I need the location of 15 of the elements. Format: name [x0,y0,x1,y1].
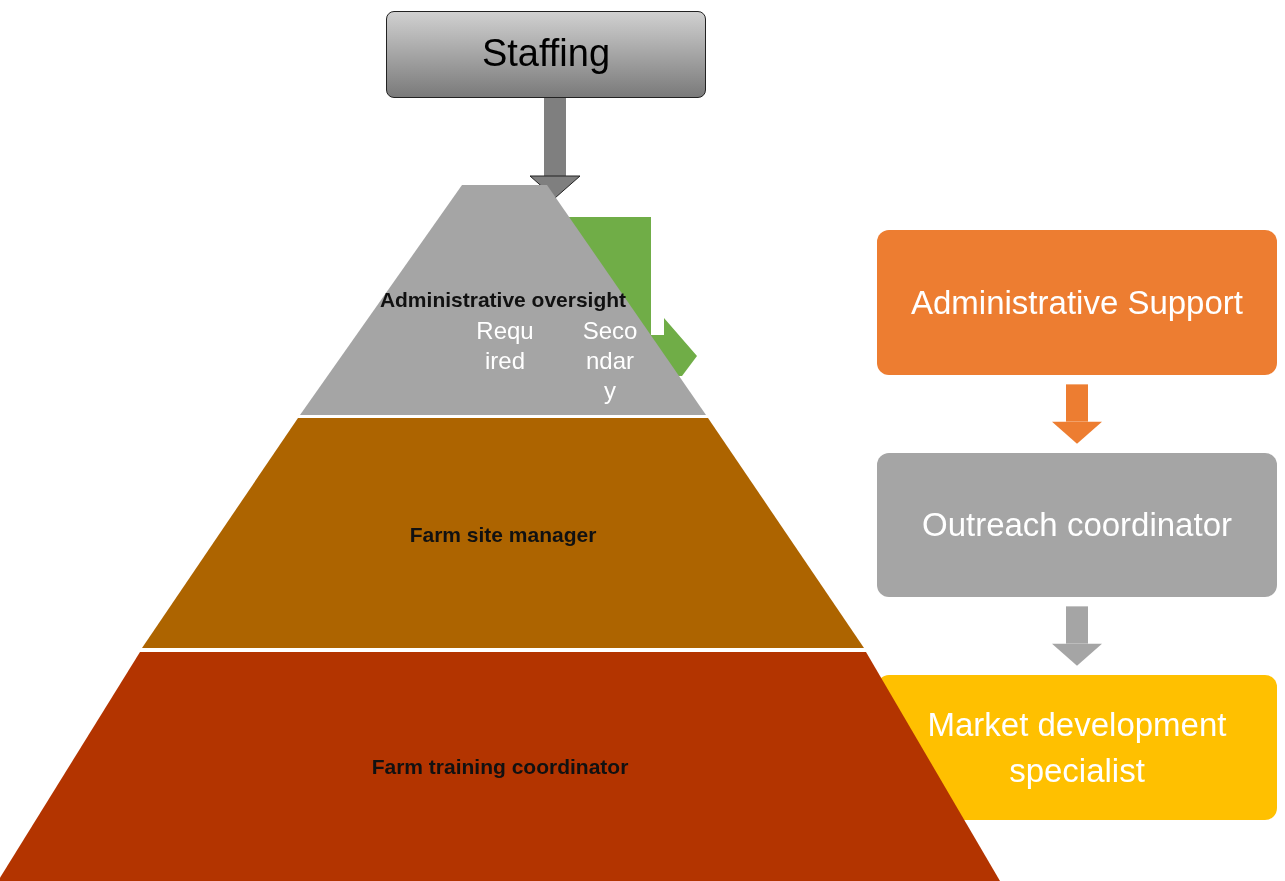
column-label: Secondary [581,316,639,406]
header-text: Staffing [480,32,612,75]
tier-label: Farm training coordinator [370,755,630,779]
column-label: Required [475,316,535,376]
block-arrow [1052,384,1102,444]
tier-label: Administrative oversight [378,288,628,312]
header-box [386,11,706,98]
block-arrow [529,98,581,199]
block-arrow [1052,606,1102,666]
step-label: Outreach coordinator [921,505,1233,545]
step-box [877,453,1277,597]
tier-label: Farm site manager [408,523,598,547]
step-label: Market development specialist [926,704,1228,791]
step-box [877,230,1277,375]
step-label: Administrative Support [910,282,1244,323]
